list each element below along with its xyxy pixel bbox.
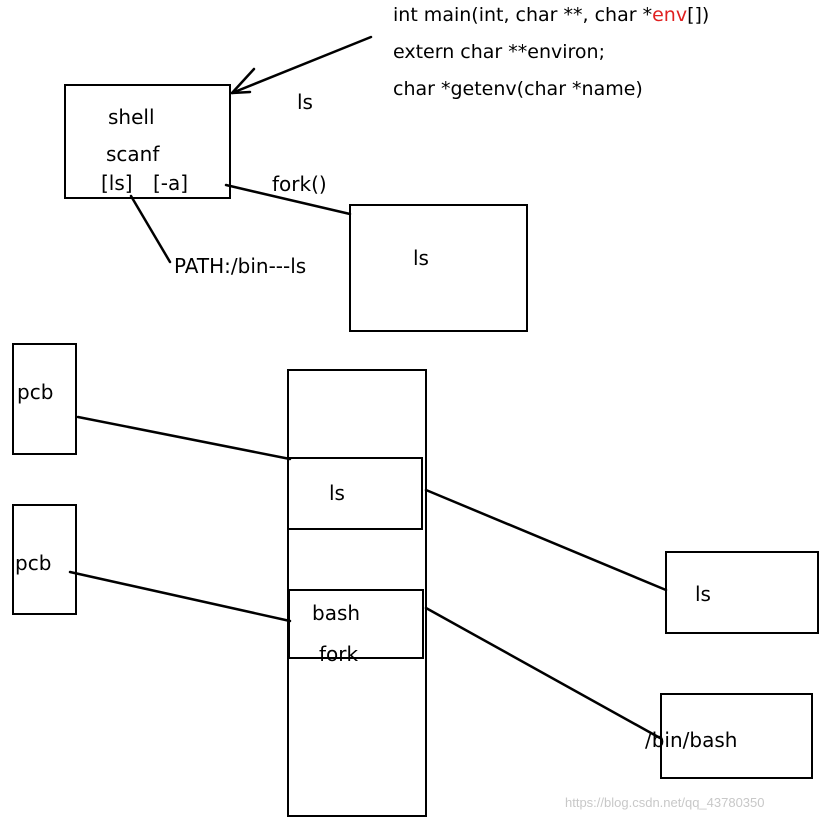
- arg-ls-label: [ls]: [101, 171, 133, 195]
- ls-command-label: ls: [297, 90, 313, 114]
- memory-bash-label: bash: [312, 601, 361, 625]
- path-label: PATH:/bin---ls: [174, 254, 307, 278]
- line-pcb-bottom-to-bash: [68, 570, 292, 623]
- bin-bash-label: /bin/bash: [645, 728, 738, 752]
- right-ls-label: ls: [695, 582, 711, 606]
- right-ls-box: [665, 551, 819, 634]
- shell-box: [64, 84, 231, 199]
- child-process-label: ls: [413, 246, 429, 270]
- memory-bash-segment: [288, 589, 424, 659]
- code-env-highlight: env: [652, 4, 688, 26]
- code-main-prefix: int main(int, char **, char *: [393, 4, 653, 26]
- code-getenv: char *getenv(char *name): [393, 78, 643, 100]
- pcb-label-bottom: pcb: [15, 551, 52, 575]
- child-process-box: [349, 204, 528, 332]
- scanf-label: scanf: [106, 142, 160, 166]
- code-main-suffix: []): [687, 4, 710, 26]
- memory-fork-label: fork: [319, 642, 359, 666]
- line-fork-to-child: [224, 183, 352, 216]
- fork-label: fork(): [272, 172, 327, 196]
- line-ls-to-right-ls: [424, 488, 668, 592]
- line-bash-to-binbash: [424, 606, 662, 740]
- code-main-signature: int main(int, char **, char *env[]): [393, 6, 709, 25]
- line-pcb-top-to-ls: [76, 415, 292, 461]
- watermark: https://blog.csdn.net/qq_43780350: [565, 795, 765, 810]
- arg-a-label: [-a]: [153, 171, 189, 195]
- memory-ls-segment: [287, 457, 423, 530]
- memory-ls-label: ls: [329, 481, 345, 505]
- arrow-code-to-shell: [230, 35, 373, 95]
- arrow-head: [230, 67, 256, 95]
- pcb-label-top: pcb: [17, 380, 54, 404]
- bin-bash-box: [660, 693, 813, 779]
- code-extern-environ: extern char **environ;: [393, 41, 605, 63]
- shell-label: shell: [108, 105, 155, 129]
- pcb-box-bottom: [12, 504, 77, 615]
- pcb-box-top: [12, 343, 77, 455]
- line-ls-arg-to-path: [129, 194, 172, 264]
